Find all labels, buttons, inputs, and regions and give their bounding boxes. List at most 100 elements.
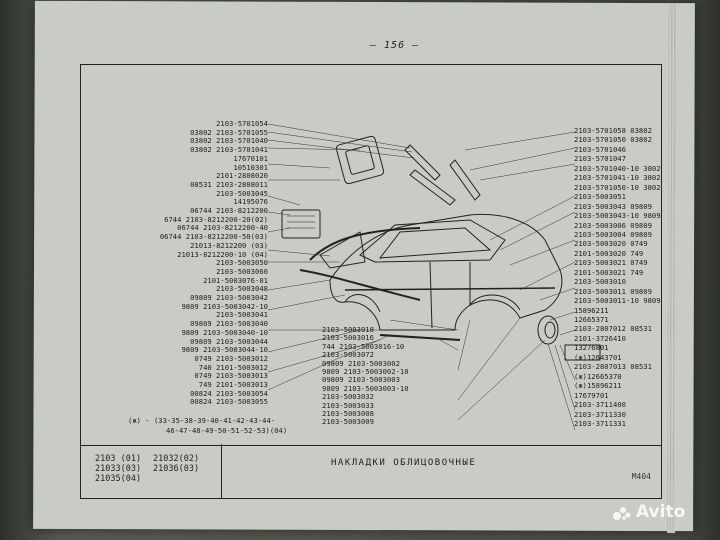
part-label: 749 2101-5003013 [198, 380, 268, 389]
part-label: 2101-5003076-01 [203, 275, 268, 285]
car-roof [359, 219, 506, 263]
note: (ж) - (33-35-38-39-40-41-42-43-44- 46-47… [128, 416, 287, 436]
part-label: (ж)12665370 [574, 371, 622, 381]
part-label: 744 2103-5003016-10 [322, 341, 405, 351]
part-label: 2103-5003020 0749 [574, 239, 648, 249]
part-label: 9809 2103-5003042-10 [181, 301, 268, 311]
trim-piece-1 [404, 144, 441, 181]
rear-wheel-arch [469, 294, 521, 311]
part-label: 2103-5003006 09809 [574, 220, 652, 230]
part-label: 2103-5003008 [322, 409, 374, 418]
trim-piece-2 [409, 169, 456, 206]
part-label: 06744 2103-8212200-40 [177, 223, 268, 233]
note-line-1: (ж) - (33-35-38-39-40-41-42-43-44- [128, 416, 276, 425]
trim-piece-3 [449, 159, 481, 201]
part-label: 06744 2103-8212200-50(03) [159, 232, 268, 242]
part-label: 17670101 [233, 153, 268, 163]
part-label: 03802 2103-5701041 [190, 145, 268, 155]
diagram-frame [80, 64, 662, 446]
part-label: 09809 2103-5003040 [190, 319, 268, 329]
note-line-2: 46-47-48-49-50-51-52-53)(04) [166, 426, 288, 435]
drawing-code: М404 [631, 472, 651, 481]
emblem-plate [281, 209, 321, 239]
part-label: 14195076 [233, 197, 268, 207]
part-label: 2103-5003011-10 9809 [574, 296, 661, 306]
model-2: 21032(02) [153, 454, 200, 464]
part-label: 09809 2103-5003003 [322, 375, 400, 385]
part-label: 2103-5003011 09809 [574, 286, 652, 296]
part-label: 2103-5003043 09809 [574, 201, 652, 211]
part-label: 2103-5701050 03802 [574, 135, 652, 145]
car-window [378, 227, 492, 259]
window-frame [319, 231, 366, 269]
part-label: 09809 2103-5003044 [190, 336, 268, 346]
part-label: 2103-5701046 [574, 144, 626, 154]
part-label: 03802 2103-5701040 [190, 136, 268, 146]
part-label: 2101-5003020 749 [574, 248, 644, 258]
part-label: 08531 2103-2808011 [190, 179, 268, 189]
model-4: 21036(03) [153, 464, 200, 474]
part-label: 0749 2103-5003013 [194, 371, 268, 381]
part-label: 9809 2103-5003040-10 [181, 327, 268, 337]
part-label: 03802 2103-5701055 [190, 127, 268, 137]
part-label: 00824 2103-5003055 [190, 397, 268, 407]
part-label: 10510301 [233, 162, 268, 172]
part-label: 2103-5003021 0749 [574, 258, 648, 268]
side-strip [299, 269, 421, 301]
part-label: 06744 2103-8212200 [190, 206, 268, 215]
part-label: 9809 2103-5003002-10 [322, 367, 409, 376]
part-label: 12665371 [574, 315, 609, 324]
model-list: 2103 (01) 21032(02) 21033(03) 21036(03) … [81, 444, 222, 498]
part-label: 2103-5003033 [322, 400, 374, 410]
part-label: 2103-5003048 [216, 284, 268, 294]
model-3: 21033(03) [95, 464, 142, 474]
part-label: 2103-5003010 [574, 277, 626, 287]
part-label: 17679701 [574, 390, 609, 400]
part-label: 2103-2807013 08531 [574, 362, 652, 372]
part-label: 2103-5701058 03802 [574, 126, 652, 135]
emblem-lines [287, 215, 315, 229]
part-label: 2103-5003060 [216, 266, 268, 276]
part-label: 09809 2103-5003002 [322, 358, 400, 368]
part-label: (ж)15896211 [574, 381, 622, 391]
part-label: 00824 2103-5003054 [190, 388, 268, 398]
part-label: 6744 2103-8212200-20(02) [164, 214, 268, 224]
part-label: 2103-5003009 [322, 417, 374, 427]
part-label: 2103-5003051 [574, 192, 626, 202]
part-label: 2103-5003045 [216, 188, 268, 198]
part-label: 9809 2103-5003003-10 [322, 383, 409, 393]
lamp-ring-inner [544, 321, 556, 339]
page-number: — 156 — [370, 40, 420, 51]
part-label: 2103-3711331 [574, 418, 626, 428]
title-block: 2103 (01) 21032(02) 21033(03) 21036(03) … [80, 444, 662, 499]
part-label: 2103-5003016 [322, 333, 374, 343]
part-label: 2103-5003050 [216, 258, 268, 268]
handle-part [335, 135, 385, 185]
part-label: 2103-5003032 [322, 392, 374, 402]
part-label: 2103-2807012 08531 [574, 324, 652, 334]
part-label: 2103-5003072 [322, 350, 374, 360]
part-label: 15896211 [574, 305, 609, 315]
door-line [429, 261, 471, 329]
part-label: 2103-5701054 [216, 119, 268, 128]
part-label: 2101-3726410 [574, 333, 626, 343]
part-label: 2103-5701050-10 3802 [574, 182, 661, 192]
part-label: 2103-5003041 [216, 310, 268, 320]
part-label: 2103-5701047 [574, 154, 626, 164]
part-label: 21013-8212200 (03) [190, 240, 268, 250]
bumper-plate [564, 344, 601, 361]
part-label: 9809 2103-5003044-10 [181, 345, 268, 355]
part-label: 2103-5003018 [322, 325, 374, 334]
part-label: 2103-5701040-10 3802 [574, 163, 661, 173]
part-label: 13276801 [574, 343, 609, 353]
model-5: 21035(04) [95, 474, 142, 484]
part-label: 2101-2808020 [216, 171, 268, 181]
handle-inner [345, 145, 375, 175]
sill-strip [379, 334, 461, 341]
part-label: 740 2101-5003012 [198, 362, 268, 372]
part-label: 2103-3711400 [574, 400, 626, 410]
car-body-outline [329, 213, 563, 331]
part-label: 2101-5003021 749 [574, 267, 644, 277]
part-label: 2103-5003004 09809 [574, 229, 652, 239]
avito-logo-icon [613, 507, 631, 520]
